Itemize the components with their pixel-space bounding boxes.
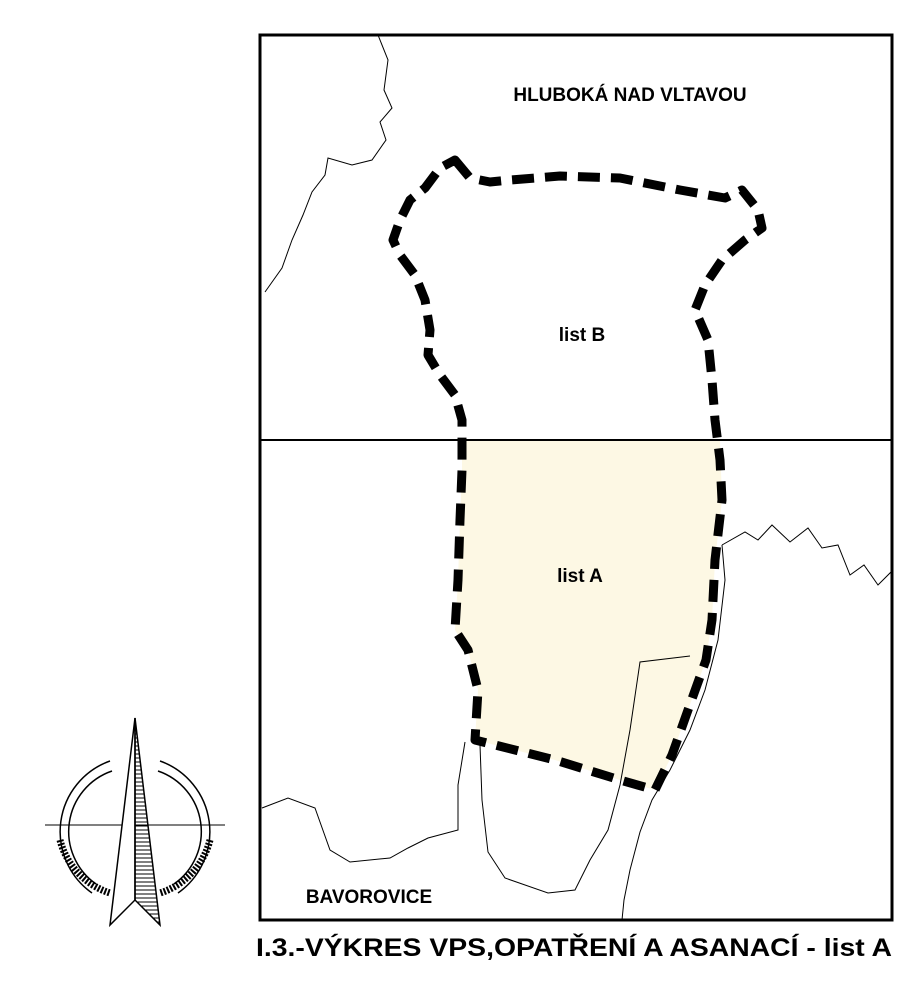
boundary-line-inner xyxy=(479,655,691,894)
planning-area-boundary xyxy=(388,155,767,795)
map-title: I.3.-VÝKRES VPS,OPATŘENÍ A ASANACÍ - lis… xyxy=(256,932,892,962)
boundary-line-north-west xyxy=(264,34,393,293)
municipal-boundaries xyxy=(261,34,894,921)
boundary-line-south-west xyxy=(261,741,466,863)
north-town-label: HLUBOKÁ NAD VLTAVOU xyxy=(513,84,746,106)
south-town-label: BAVOROVICE xyxy=(306,887,432,908)
boundary-line-east-lower xyxy=(621,544,726,921)
boundary-line-east xyxy=(721,524,894,586)
sheet-b-label: list B xyxy=(559,325,605,346)
map-frame xyxy=(258,33,894,922)
sheet-a-highlight-area xyxy=(455,440,722,790)
sheet-a-label: list A xyxy=(557,566,603,587)
north-arrow-icon xyxy=(45,717,225,928)
